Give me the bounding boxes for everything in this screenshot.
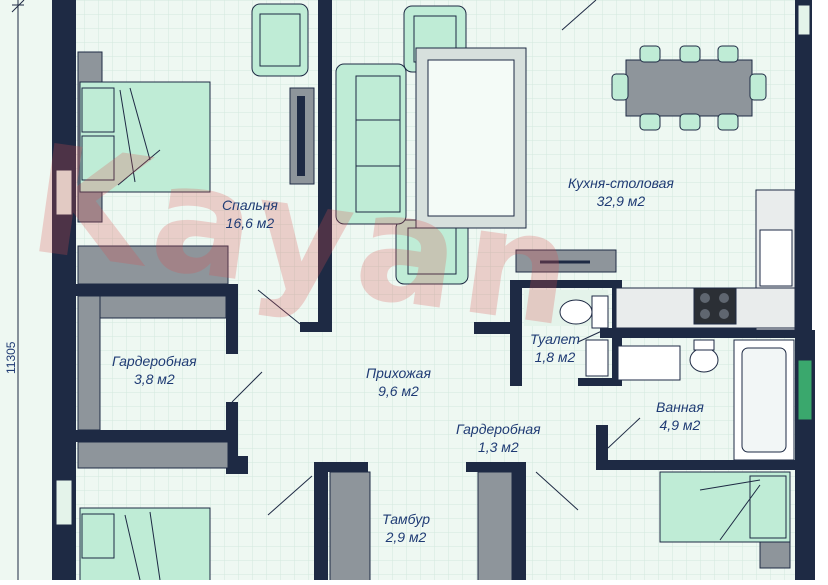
bath-sink xyxy=(617,345,681,381)
chair-n1 xyxy=(639,45,661,63)
room-area: 1,8 м2 xyxy=(534,349,576,365)
bed-2-blanket-lines xyxy=(124,511,161,581)
room-area: 9,6 м2 xyxy=(378,383,419,399)
wall-bedroom-kitchen xyxy=(318,0,332,330)
door-wardrobe xyxy=(231,371,263,403)
room-label-kitchen: Кухня-столовая 32,9 м2 xyxy=(568,174,674,210)
nightstand xyxy=(759,541,791,569)
door-bedroom xyxy=(257,289,301,325)
bed-1-blanket-lines xyxy=(117,87,161,186)
vestibule-shelf-right xyxy=(477,471,513,585)
wall-vestibule-top-left xyxy=(314,462,368,472)
wall-toilet-west xyxy=(510,284,522,386)
bedroom2-dresser xyxy=(77,441,229,469)
bed-1-pillow-b xyxy=(81,135,115,181)
room-name: Кухня-столовая xyxy=(568,175,674,191)
room-area: 32,9 м2 xyxy=(596,193,646,209)
rug-inner xyxy=(427,59,515,217)
wall-vestibule-west xyxy=(314,462,328,585)
room-name: Туалет xyxy=(530,331,580,347)
wardrobe-shelf-top xyxy=(99,295,227,319)
wall-toilet-south xyxy=(578,378,622,386)
room-name: Гардеробная xyxy=(112,353,197,369)
tv xyxy=(297,96,305,176)
bath-toilet-tank xyxy=(693,339,715,351)
window-west-1 xyxy=(55,169,73,216)
toilet-tank xyxy=(591,295,609,329)
room-label-toilet: Туалет 1,8 м2 xyxy=(530,330,580,366)
burner-1 xyxy=(700,293,710,303)
chair-n3 xyxy=(717,45,739,63)
kitchen-sink xyxy=(759,229,793,287)
room-name: Гардеробная xyxy=(456,421,541,437)
wall-bedroom-south xyxy=(76,284,232,296)
room-label-wardrobe-left: Гардеробная 3,8 м2 xyxy=(112,352,197,388)
armchair-bedroom-seat xyxy=(259,13,301,67)
room-area: 2,9 м2 xyxy=(385,529,427,545)
wardrobe-shelf-left xyxy=(77,295,101,431)
chair-s2 xyxy=(679,113,701,131)
dimension-label: 11305 xyxy=(4,341,18,374)
wall-east-upper xyxy=(795,0,815,330)
chair-s3 xyxy=(717,113,739,131)
wall-bath-south xyxy=(600,460,800,470)
dining-table xyxy=(625,59,753,117)
burner-2 xyxy=(719,293,729,303)
burner-4 xyxy=(719,309,729,319)
wall-vestibule-top-right xyxy=(466,462,520,472)
room-label-wardrobe-small: Гардеробная 1,3 м2 xyxy=(456,420,541,456)
burner-3 xyxy=(700,309,710,319)
wall-bath-north xyxy=(600,328,795,338)
wall-vestibule-east xyxy=(512,462,526,585)
bed-2-pillow xyxy=(81,513,115,559)
room-name: Тамбур xyxy=(382,511,430,527)
bed-3-blanket-lines xyxy=(699,479,761,541)
bed-3-pillow xyxy=(749,475,787,539)
room-label-bathroom: Ванная 4,9 м2 xyxy=(656,398,704,434)
stove xyxy=(693,287,737,325)
right-margin xyxy=(812,0,828,585)
room-area: 4,9 м2 xyxy=(659,417,701,433)
window-west-2 xyxy=(55,479,73,526)
room-area: 16,6 м2 xyxy=(225,215,275,231)
room-label-bedroom: Спальня 16,6 м2 xyxy=(222,196,278,232)
wall-stub-2 xyxy=(232,456,248,474)
bed-1-pillow-a xyxy=(81,87,115,133)
toilet-sink xyxy=(585,339,609,377)
sofa-cushions xyxy=(355,75,401,213)
wall-stub-1 xyxy=(300,322,332,332)
room-area: 1,3 м2 xyxy=(477,439,519,455)
wall-wardrobe-south xyxy=(76,430,232,442)
wall-bath-west xyxy=(596,425,608,470)
chair-w xyxy=(611,73,629,101)
wall-wardrobe-east xyxy=(226,284,238,354)
door-bath xyxy=(607,417,641,449)
room-label-vestibule: Тамбур 2,9 м2 xyxy=(382,510,430,546)
chair-s1 xyxy=(639,113,661,131)
door-bedroom-2 xyxy=(267,475,313,516)
window-east-2 xyxy=(797,359,813,421)
room-name: Ванная xyxy=(656,399,704,415)
wall-toilet-north xyxy=(474,322,514,334)
room-name: Прихожая xyxy=(366,365,431,381)
door-kitchen xyxy=(561,0,597,31)
door-toilet xyxy=(577,329,605,343)
bedroom-dresser xyxy=(77,245,229,285)
chair-e xyxy=(749,73,767,101)
toilet-bowl xyxy=(559,299,593,325)
bottom-edge xyxy=(0,580,828,585)
wall-toilet-top xyxy=(510,280,622,288)
chair-n2 xyxy=(679,45,701,63)
room-area: 3,8 м2 xyxy=(133,371,175,387)
door-vestibule xyxy=(535,471,579,511)
dimension-tick-top xyxy=(11,0,25,13)
bathtub-inner xyxy=(741,347,787,453)
window-east-1 xyxy=(797,4,811,36)
bath-toilet xyxy=(689,347,719,373)
room-name: Спальня xyxy=(222,197,278,213)
vestibule-shelf-left xyxy=(329,471,371,585)
room-label-hall: Прихожая 9,6 м2 xyxy=(366,364,431,400)
